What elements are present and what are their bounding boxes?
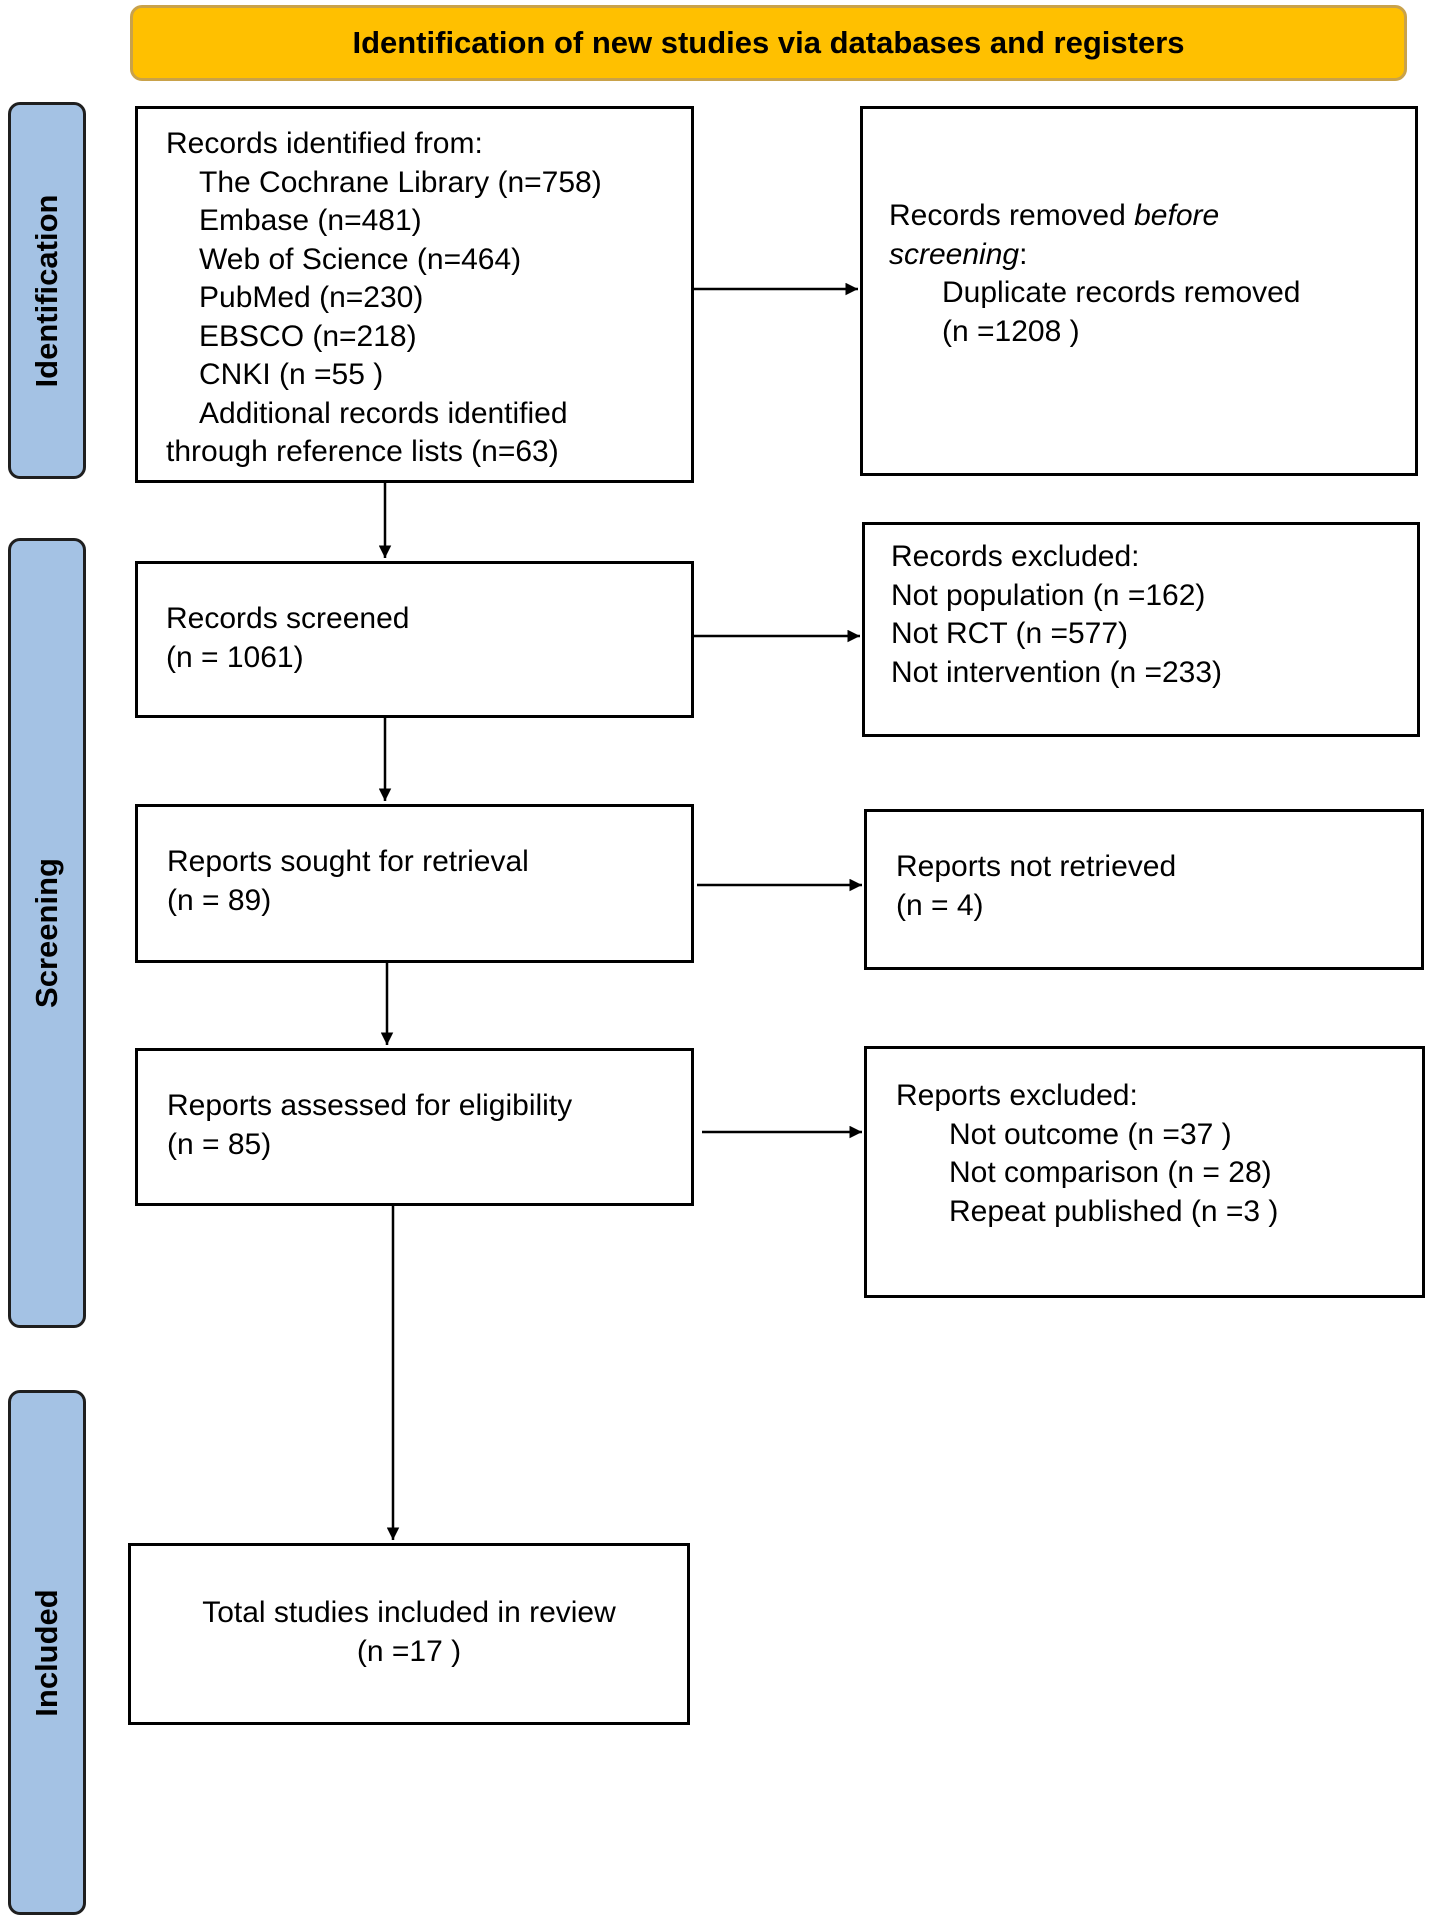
header-banner: Identification of new studies via databa… [130,5,1407,81]
duplicates-removed-label: Duplicate records removed [942,276,1301,309]
studies-included-label: Total studies included in review [202,1596,616,1629]
records-screened-label: Records screened [166,602,410,635]
reports-sought-box: Reports sought for retrieval (n = 89) [135,804,694,963]
reports-excluded-heading: Reports excluded: [896,1079,1138,1112]
records-removed-heading-cont: screening: [889,237,1028,271]
exclusion-reason: Not outcome (n =37 ) [949,1117,1232,1151]
source-item: Embase (n=481) [199,204,422,237]
duplicates-removed-count: (n =1208 ) [942,314,1080,348]
source-item: Web of Science (n=464) [199,242,522,276]
records-excluded-box: Records excluded: Not population (n =162… [862,522,1420,737]
source-item: CNKI (n =55 ) [199,358,384,391]
reports-assessed-box: Reports assessed for eligibility (n = 85… [135,1048,694,1206]
exclusion-reason: Not RCT (n =577) [891,617,1129,650]
reports-assessed-count: (n = 85) [167,1127,272,1161]
exclusion-reason: Repeat published (n =3 ) [949,1194,1279,1228]
records-removed-heading: Records removed before [889,199,1220,232]
phase-included: Included [8,1390,86,1915]
header-title: Identification of new studies via databa… [352,25,1185,60]
source-item: The Cochrane Library (n=758) [199,165,602,199]
records-screened-box: Records screened (n = 1061) [135,561,694,718]
phase-screening: Screening [8,538,86,1328]
phase-identification: Identification [8,102,86,479]
additional-records-line1: Additional records identified [199,396,568,430]
records-identified-heading: Records identified from: [166,127,483,160]
records-excluded-heading: Records excluded: [891,540,1140,573]
reports-excluded-box: Reports excluded: Not outcome (n =37 ) N… [864,1046,1425,1298]
exclusion-reason: Not intervention (n =233) [891,655,1223,689]
reports-not-retrieved-count: (n = 4) [896,888,984,922]
additional-records-line2: through reference lists (n=63) [166,435,559,468]
reports-sought-label: Reports sought for retrieval [167,845,529,878]
reports-not-retrieved-label: Reports not retrieved [896,850,1177,883]
exclusion-reason: Not comparison (n = 28) [949,1156,1272,1189]
studies-included-box: Total studies included in review (n =17 … [128,1543,690,1725]
records-screened-count: (n = 1061) [166,640,304,674]
reports-sought-count: (n = 89) [167,883,272,917]
records-removed-box: Records removed before screening: Duplic… [860,106,1418,476]
reports-assessed-label: Reports assessed for eligibility [167,1089,573,1122]
exclusion-reason: Not population (n =162) [891,578,1206,612]
records-identified-box: Records identified from: The Cochrane Li… [135,106,694,483]
source-item: EBSCO (n=218) [199,319,417,353]
studies-included-count: (n =17 ) [356,1634,462,1668]
reports-not-retrieved-box: Reports not retrieved (n = 4) [864,809,1424,970]
source-item: PubMed (n=230) [199,281,424,314]
